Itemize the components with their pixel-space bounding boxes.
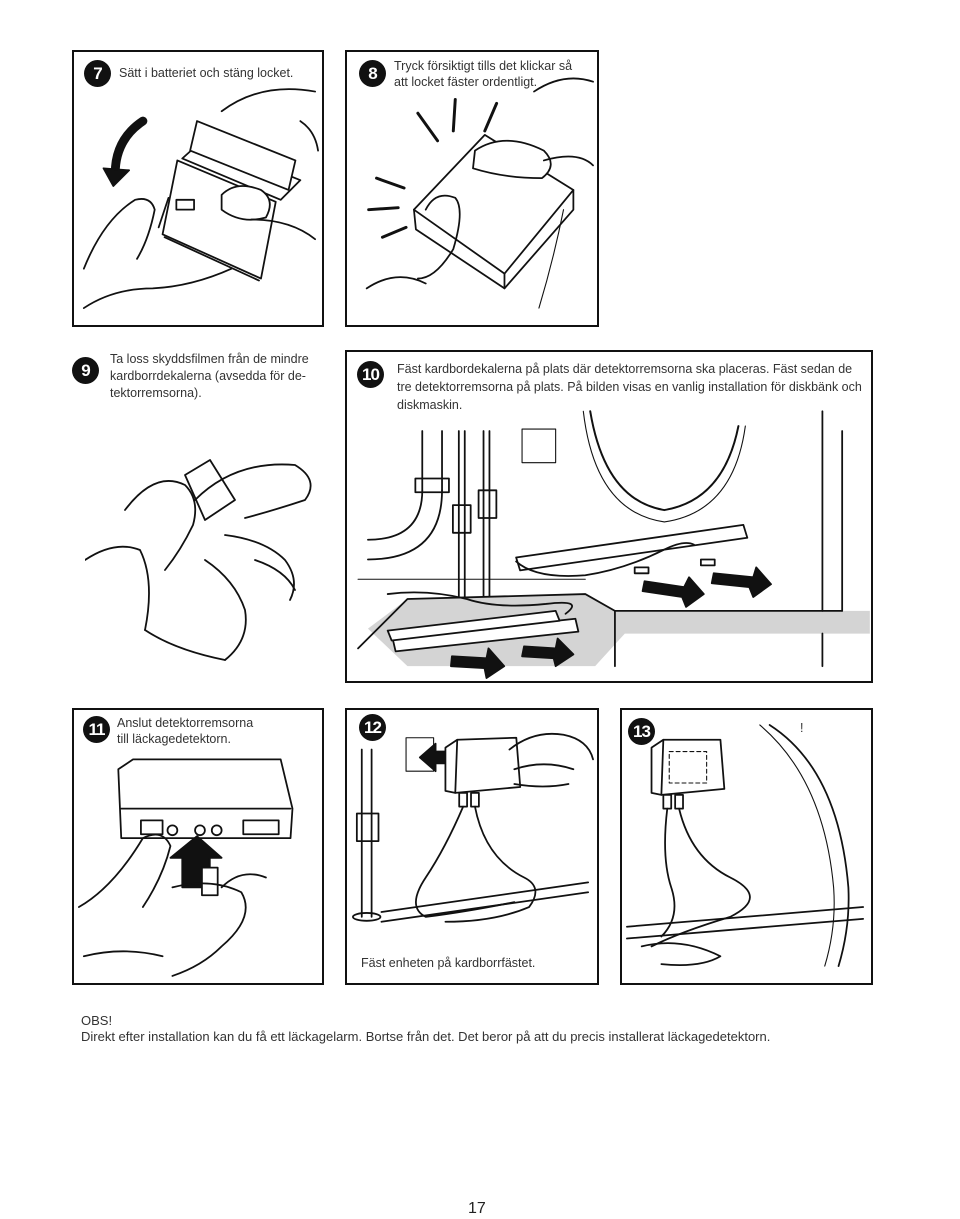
step-8-text-line1: Tryck försiktigt tills det klickar så xyxy=(394,58,572,75)
mount-unit-illustration xyxy=(347,710,597,983)
step-11-text-line1: Anslut detektorremsorna xyxy=(117,715,253,732)
step-10-panel: 10 Fäst kardbordekalerna på plats där de… xyxy=(345,350,873,683)
connect-strips-illustration xyxy=(74,710,322,983)
step-11-badge: 11 xyxy=(83,716,110,743)
step-8-panel: 8 Tryck försiktigt tills det klickar så … xyxy=(345,50,599,327)
step-7-text: Sätt i batteriet och stäng locket. xyxy=(119,65,293,82)
note-title: OBS! xyxy=(81,1012,112,1029)
step-9-badge: 9 xyxy=(72,357,99,384)
unit-installed-illustration xyxy=(622,710,871,983)
step-9-text-line3: tektorremsorna). xyxy=(110,385,202,402)
note-text: Direkt efter installation kan du få ett … xyxy=(81,1028,770,1045)
step-7-badge: 7 xyxy=(84,60,111,87)
step-8-badge: 8 xyxy=(359,60,386,87)
battery-lid-illustration xyxy=(74,52,322,325)
step-11-panel: 11 Anslut detektorremsorna till läckaged… xyxy=(72,708,324,985)
step-13-panel: 13 ! xyxy=(620,708,873,985)
step-12-panel: 12 Fäst enheten på kardborrfästet. xyxy=(345,708,599,985)
step-9-text-line1: Ta loss skyddsfilmen från de mindre xyxy=(110,351,309,368)
step-8-text-line2: att locket fäster ordentligt. xyxy=(394,74,537,91)
step-12-badge: 12 xyxy=(359,714,386,741)
step-11-text-line2: till läckagedetektorn. xyxy=(117,731,231,748)
step-12-text: Fäst enheten på kardborrfästet. xyxy=(361,955,535,972)
step-10-badge: 10 xyxy=(357,361,384,388)
step-9-text-line2: kardborrdekalerna (avsedda för de- xyxy=(110,368,306,385)
step-10-text-line2: tre detektorremsorna på plats. På bilden… xyxy=(397,379,862,396)
step-13-badge: 13 xyxy=(628,718,655,745)
step-10-text-line3: diskmaskin. xyxy=(397,397,462,414)
page-number: 17 xyxy=(468,1200,486,1218)
step-7-panel: 7 Sätt i batteriet och stäng locket. xyxy=(72,50,324,327)
peel-film-illustration xyxy=(85,440,325,670)
step-13-text: ! xyxy=(800,720,803,737)
press-lid-illustration xyxy=(347,52,597,325)
step-10-text-line1: Fäst kardbordekalerna på plats där detek… xyxy=(397,361,852,378)
